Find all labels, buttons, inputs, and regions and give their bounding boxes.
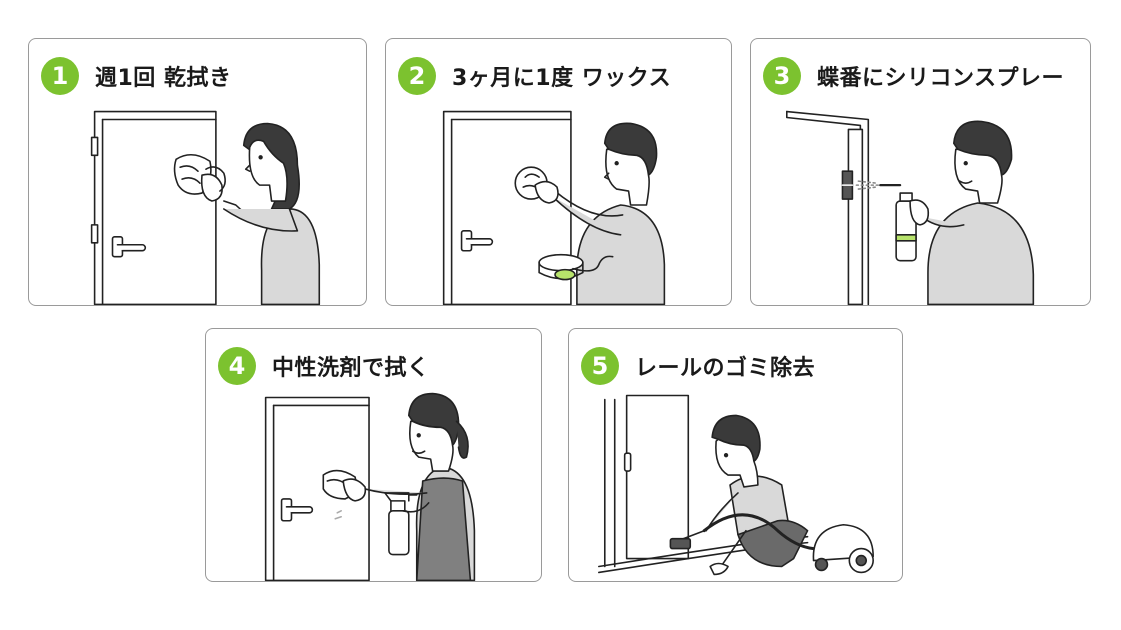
rail-vacuum-illustration <box>569 381 902 581</box>
step-card-2: 2 3ヶ月に1度 ワックス <box>385 38 732 306</box>
step-header: 5 レールのゴミ除去 <box>581 347 815 385</box>
step-card-5: 5 レールのゴミ除去 <box>568 328 903 582</box>
step-number-badge: 1 <box>41 57 79 95</box>
step-number-badge: 4 <box>218 347 256 385</box>
cloth-wiping-door-illustration <box>29 105 366 305</box>
step-header: 1 週1回 乾拭き <box>41 57 231 95</box>
step-title: レールのゴミ除去 <box>635 356 816 381</box>
step-header: 2 3ヶ月に1度 ワックス <box>398 57 671 95</box>
detergent-wiping-illustration <box>206 381 541 581</box>
step-card-1: 1 週1回 乾拭き <box>28 38 367 306</box>
waxing-door-illustration <box>386 105 731 305</box>
step-card-4: 4 中性洗剤で拭く <box>205 328 542 582</box>
step-number-badge: 5 <box>581 347 619 385</box>
step-header: 4 中性洗剤で拭く <box>218 347 430 385</box>
step-number-badge: 3 <box>763 57 801 95</box>
step-number-badge: 2 <box>398 57 436 95</box>
step-title: 中性洗剤で拭く <box>272 356 430 381</box>
hinge-spray-illustration <box>751 105 1090 305</box>
step-title: 蝶番にシリコンスプレー <box>817 66 1065 91</box>
step-title: 3ヶ月に1度 ワックス <box>452 66 672 91</box>
step-header: 3 蝶番にシリコンスプレー <box>763 57 1064 95</box>
step-card-3: 3 蝶番にシリコンスプレー <box>750 38 1091 306</box>
step-title: 週1回 乾拭き <box>95 66 232 91</box>
